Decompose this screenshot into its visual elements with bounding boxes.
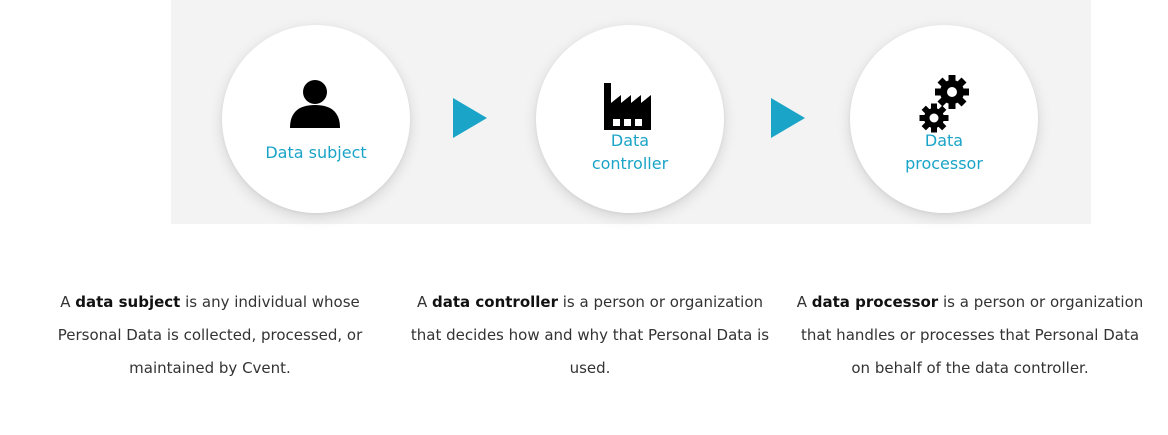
description-term: data controller [432, 293, 558, 311]
play-arrow-icon [453, 98, 487, 138]
gears-icon [919, 75, 969, 133]
data-subject-label: Data subject [265, 143, 367, 162]
data-processor-label-line1: Data [924, 131, 964, 150]
play-arrow-icon [771, 98, 805, 138]
data-controller-label-line1: Data [610, 131, 650, 150]
description-term: data processor [811, 293, 939, 311]
data-controller-description: A data controller is a person or organiz… [410, 286, 770, 385]
description-prefix: A [416, 293, 432, 311]
description-term: data subject [75, 293, 181, 311]
description-text: is a person or organization that handles… [800, 293, 1144, 377]
description-text: is any individual whose Personal Data is… [57, 293, 363, 377]
data-processor-label: Data processor [850, 129, 1038, 175]
factory-icon [604, 83, 651, 130]
description-prefix: A [796, 293, 812, 311]
data-processor-label-line2: processor [905, 154, 983, 173]
data-controller-label: Data controller [536, 129, 724, 175]
data-subject-description: A data subject is any individual whose P… [40, 286, 380, 385]
person-icon [290, 80, 340, 128]
data-controller-label-line2: controller [591, 154, 669, 173]
description-prefix: A [60, 293, 76, 311]
description-text: is a person or organization that decides… [410, 293, 770, 377]
data-processor-description: A data processor is a person or organiza… [790, 286, 1150, 385]
